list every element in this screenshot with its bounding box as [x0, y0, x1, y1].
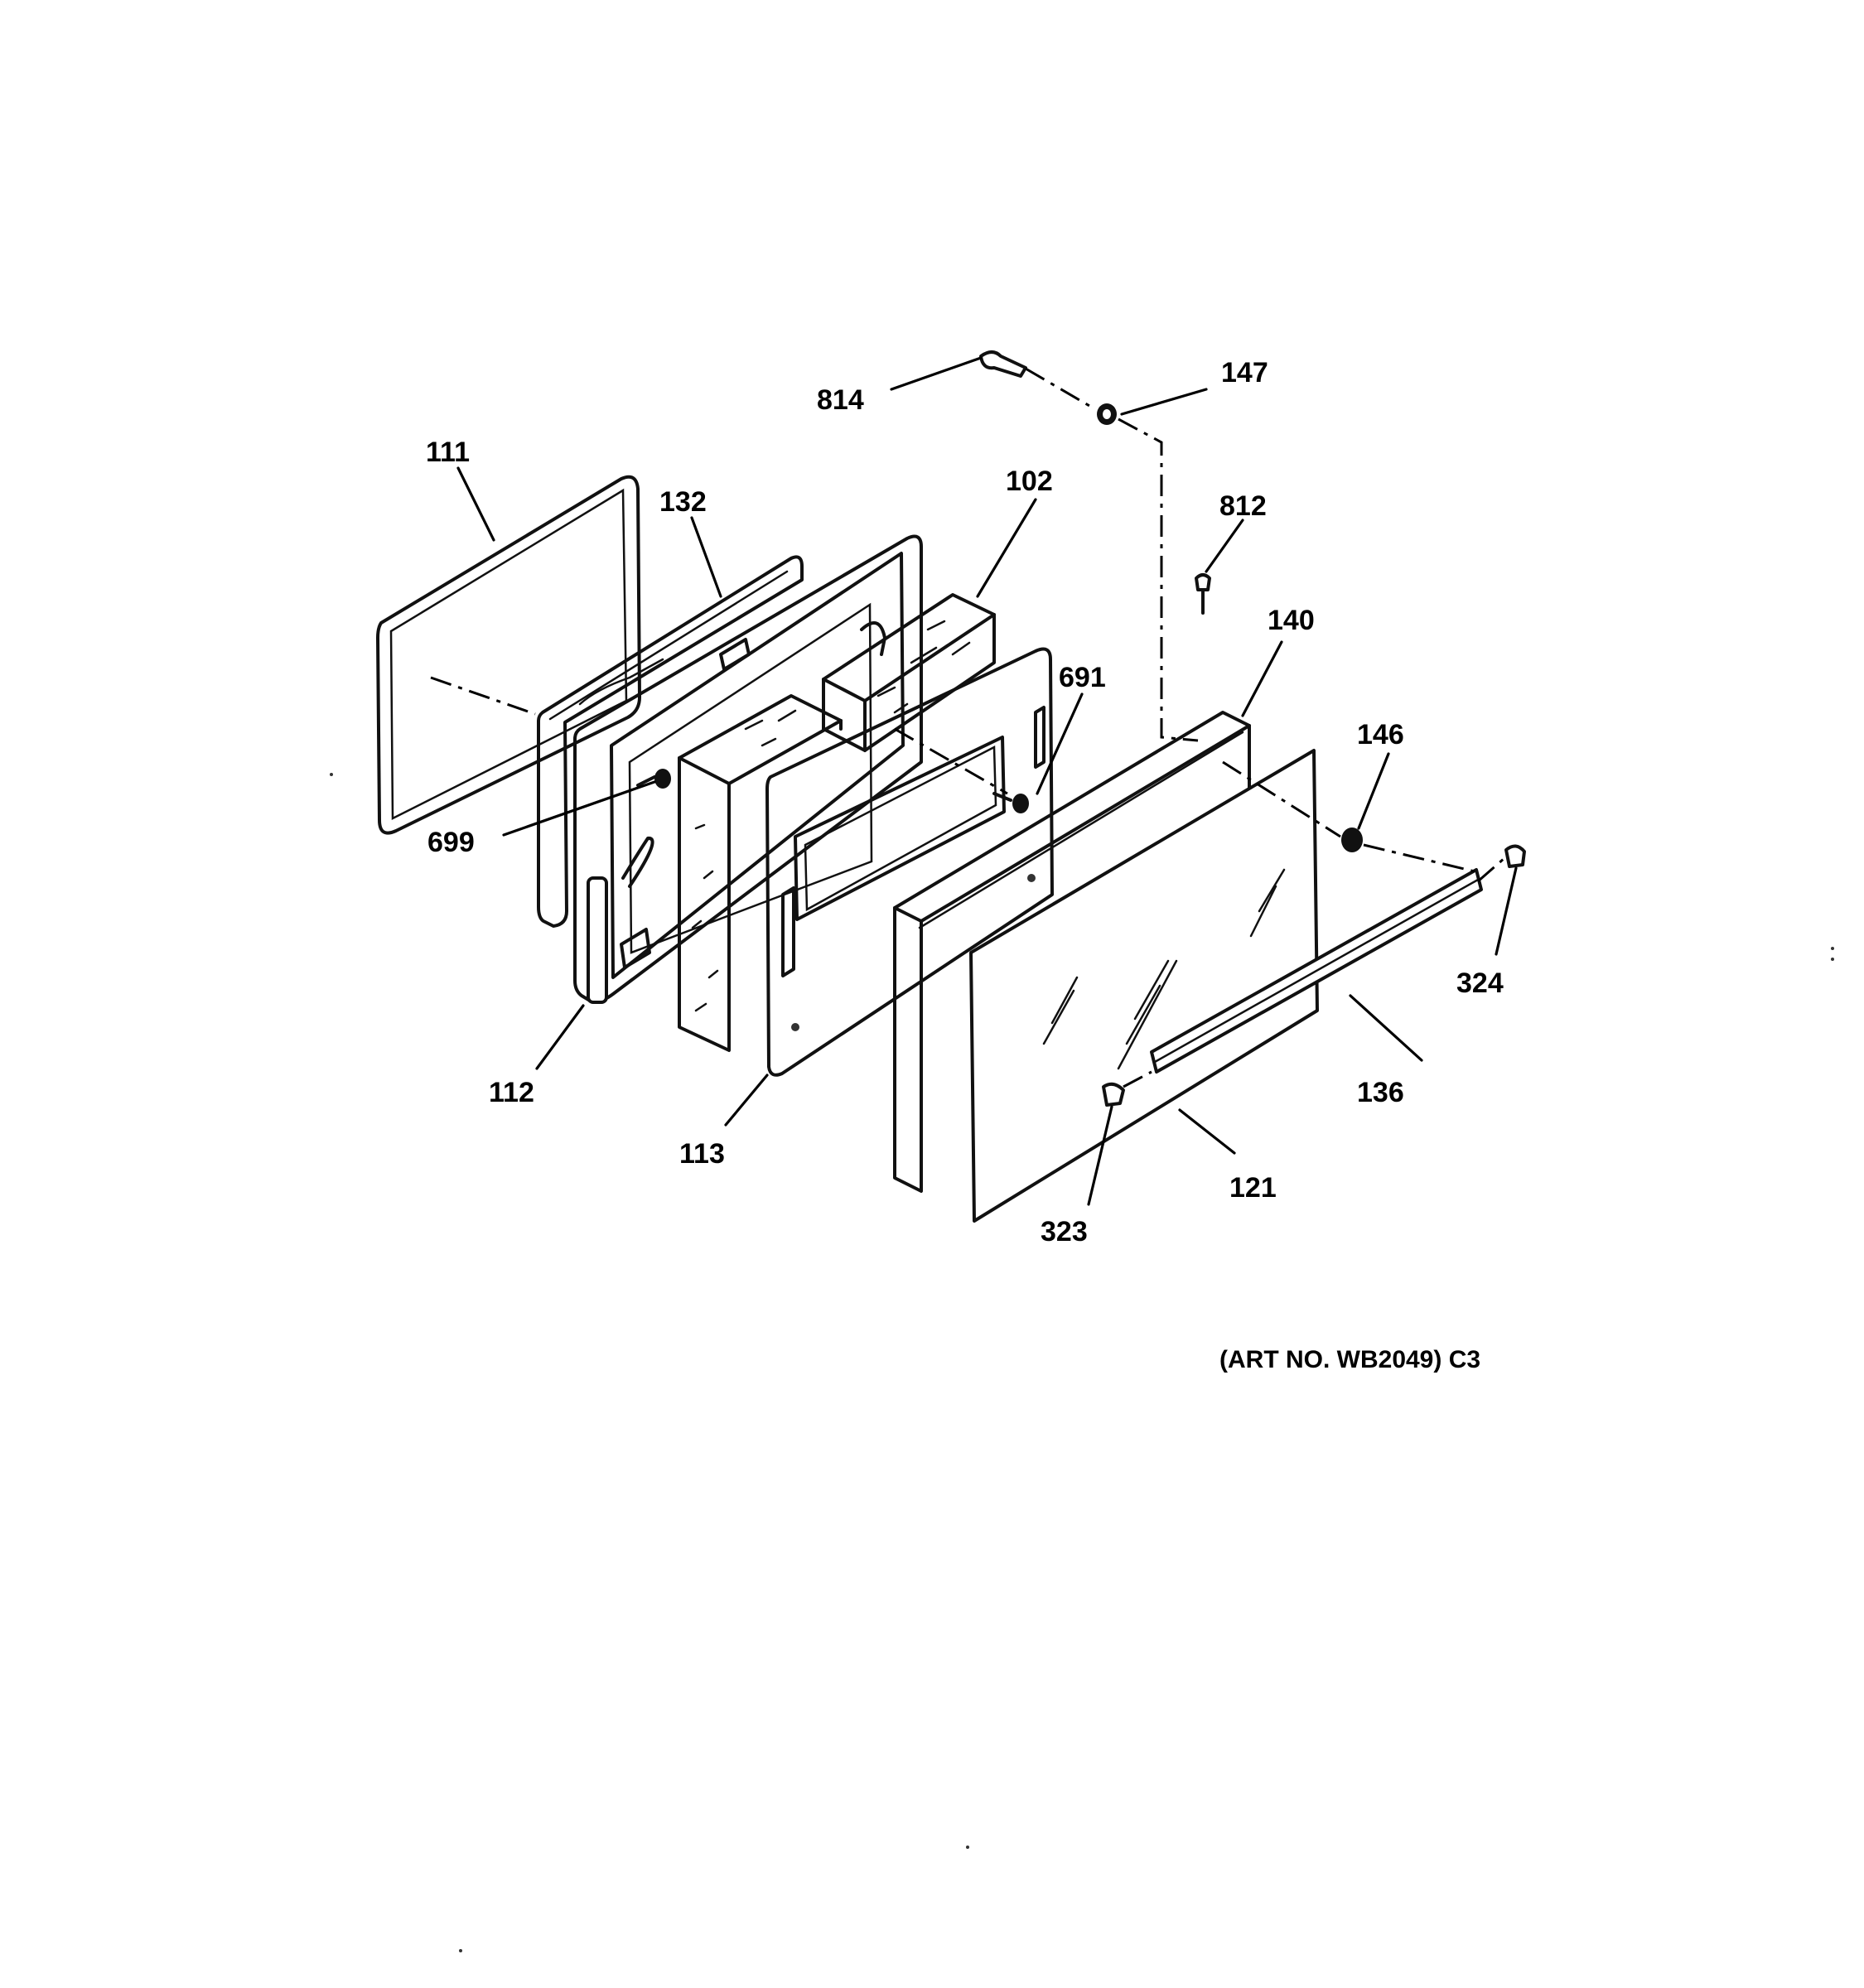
- leader-lines: [456, 356, 1518, 1206]
- part-140-door-frame: [893, 711, 1251, 1193]
- part-136-handle: [1150, 868, 1483, 1074]
- part-132-liner-frame: [537, 555, 804, 928]
- art-number-caption: (ART NO. WB2049) C3: [1219, 1346, 1480, 1373]
- label-814: 814: [817, 384, 864, 416]
- part-102-insulation: [822, 593, 996, 752]
- part-113-door-panel: [765, 647, 1054, 1077]
- label-121: 121: [1229, 1172, 1277, 1204]
- label-136: 136: [1357, 1077, 1404, 1108]
- label-324: 324: [1456, 967, 1504, 999]
- label-112: 112: [489, 1077, 534, 1108]
- part-324-end-cap: [1504, 844, 1526, 868]
- label-323: 323: [1041, 1216, 1088, 1247]
- part-812-screw: [1195, 573, 1211, 615]
- label-102: 102: [1006, 466, 1053, 497]
- label-147: 147: [1221, 357, 1268, 388]
- part-121-glass-panel: [969, 749, 1319, 1223]
- label-140: 140: [1268, 605, 1315, 636]
- part-112-inner-door: [573, 534, 923, 1004]
- assembly-lines: [430, 367, 1505, 1088]
- callout-labels: 111 132 102 814 147 812 140 691 146 699 …: [426, 357, 1504, 1247]
- part-699-screw: [636, 769, 671, 789]
- part-814-screw: [979, 350, 1027, 378]
- label-132: 132: [659, 486, 707, 518]
- label-146: 146: [1357, 719, 1404, 750]
- part-111-gasket: [376, 475, 641, 835]
- part-147-bushing: [1097, 403, 1117, 425]
- label-691: 691: [1059, 662, 1106, 693]
- label-812: 812: [1219, 490, 1267, 522]
- part-691-screw: [992, 792, 1029, 813]
- part-146-bushing: [1341, 828, 1363, 852]
- part-insulation-block-front: [678, 694, 843, 1052]
- part-323-end-cap: [1102, 1082, 1125, 1107]
- label-699: 699: [427, 827, 475, 858]
- label-113: 113: [679, 1138, 725, 1170]
- label-111: 111: [426, 437, 470, 468]
